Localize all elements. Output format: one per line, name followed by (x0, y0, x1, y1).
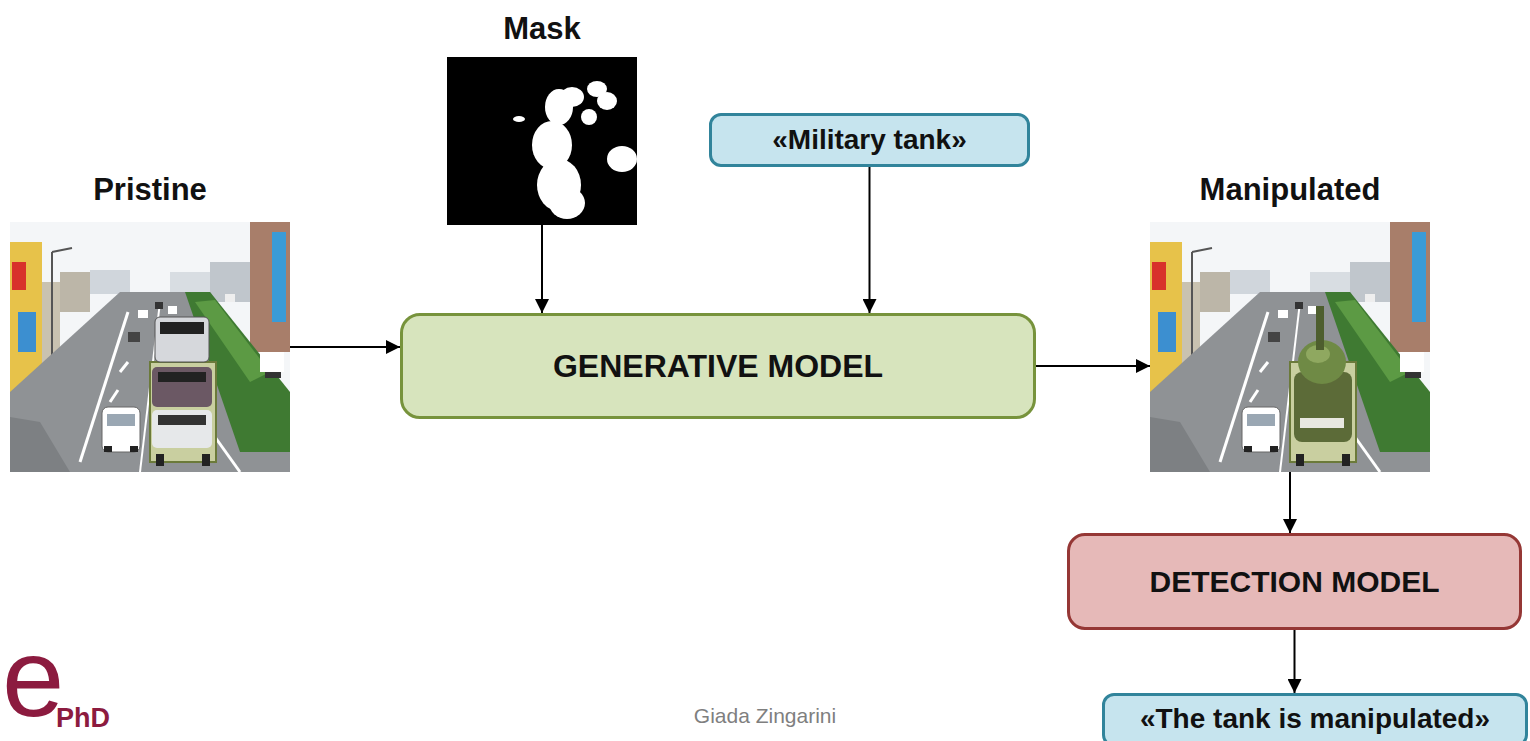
prompt-box: «Military tank» (709, 113, 1030, 167)
box-label: DETECTION MODEL (1150, 565, 1440, 599)
image-node: Mask (447, 57, 637, 225)
arrow-connector (290, 346, 400, 348)
box-label: «Military tank» (772, 124, 967, 156)
image-node: Manipulated (1150, 222, 1430, 472)
box-label: GENERATIVE MODEL (553, 348, 883, 385)
arrow-connector (1294, 630, 1296, 693)
image-heading: Mask (503, 11, 581, 47)
author-name: Giada Zingarini (694, 704, 836, 728)
process-box: GENERATIVE MODEL (400, 313, 1036, 419)
arrow-connector (541, 225, 543, 313)
box-label: «The tank is manipulated» (1140, 703, 1490, 735)
image-heading: Pristine (93, 172, 207, 208)
image-node: Pristine (10, 222, 290, 472)
arrow-connector (1289, 472, 1291, 533)
logo-letter: e (2, 622, 64, 734)
arrow-connector (869, 167, 871, 313)
arrow-connector (1036, 365, 1150, 367)
logo-text: PhD (56, 705, 110, 732)
process-box: DETECTION MODEL (1067, 533, 1522, 630)
image-heading: Manipulated (1200, 172, 1381, 208)
output-box: «The tank is manipulated» (1102, 693, 1528, 741)
